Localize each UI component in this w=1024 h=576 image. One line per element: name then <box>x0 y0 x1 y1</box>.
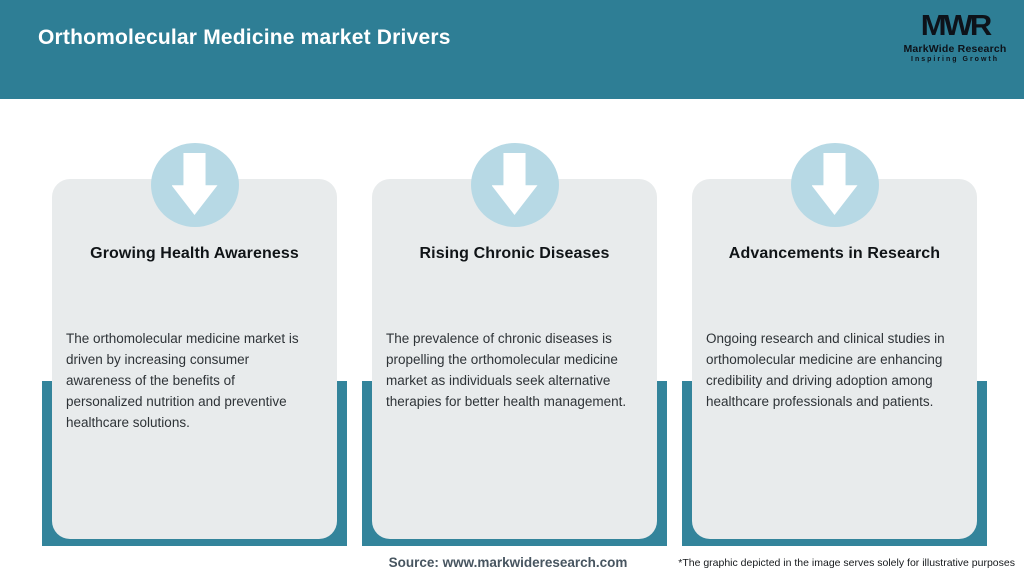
driver-card-advancements-in-research: Advancements in Research Ongoing researc… <box>682 143 987 546</box>
disclaimer-text: *The graphic depicted in the image serve… <box>678 557 1015 569</box>
arrow-badge-circle <box>790 143 879 227</box>
down-arrow-icon <box>811 153 858 215</box>
brand-tagline: Inspiring Growth <box>911 56 999 63</box>
down-arrow-icon <box>491 153 538 215</box>
driver-card-growing-health-awareness: Growing Health Awareness The orthomolecu… <box>42 143 347 546</box>
card-title: Advancements in Research <box>728 245 941 262</box>
card-description: Ongoing research and clinical studies in… <box>706 331 945 409</box>
header-bar: Orthomolecular Medicine market Drivers M… <box>0 0 1024 99</box>
card-panel: Rising Chronic Diseases The prevalence o… <box>372 179 657 539</box>
card-panel: Advancements in Research Ongoing researc… <box>692 179 977 539</box>
driver-card-rising-chronic-diseases: Rising Chronic Diseases The prevalence o… <box>362 143 667 546</box>
mwr-logo-mark: MWR <box>920 9 992 42</box>
card-panel: Growing Health Awareness The orthomolecu… <box>52 179 337 539</box>
arrow-badge-circle <box>470 143 559 227</box>
card-description: The orthomolecular medicine market is dr… <box>66 331 299 430</box>
down-arrow-icon <box>171 153 218 215</box>
brand-logo: MWR MarkWide Research Inspiring Growth <box>900 10 1010 63</box>
page-title: Orthomolecular Medicine market Drivers <box>38 26 451 49</box>
brand-name: MarkWide Research <box>903 43 1007 55</box>
card-title: Growing Health Awareness <box>90 245 299 262</box>
card-description: The prevalence of chronic diseases is pr… <box>386 331 627 409</box>
source-text: Source: www.markwideresearch.com <box>388 555 628 570</box>
arrow-badge-circle <box>150 143 239 227</box>
card-title: Rising Chronic Diseases <box>419 245 610 262</box>
